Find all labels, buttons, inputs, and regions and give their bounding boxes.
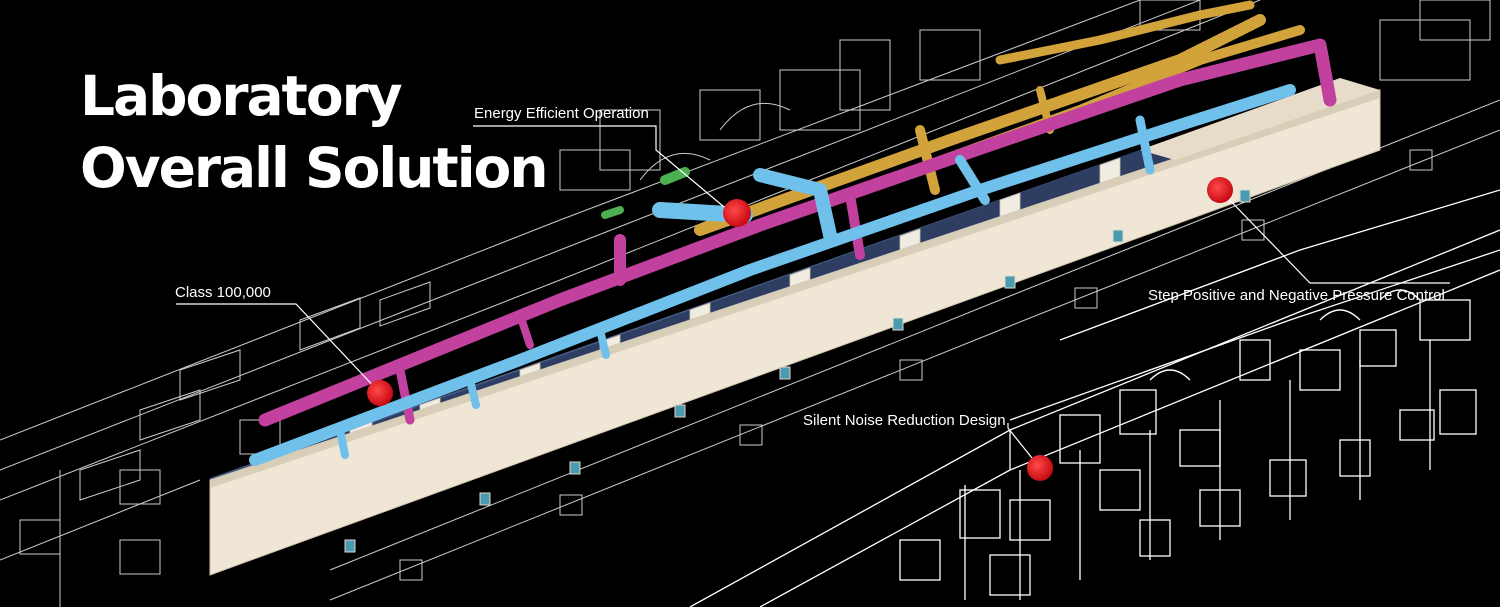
duct-system bbox=[249, 0, 1337, 466]
page-headline: Laboratory Overall Solution bbox=[80, 60, 548, 204]
callout-energy-efficient: Energy Efficient Operation bbox=[474, 105, 649, 122]
marker-energy bbox=[723, 199, 751, 227]
callout-class-100000: Class 100,000 bbox=[175, 284, 271, 301]
marker-class bbox=[367, 380, 393, 406]
callout-silent-noise: Silent Noise Reduction Design bbox=[803, 412, 1006, 429]
headline-line-2: Overall Solution bbox=[80, 136, 548, 200]
callout-pressure-control: Step Positive and Negative Pressure Cont… bbox=[1148, 287, 1445, 304]
marker-noise bbox=[1027, 455, 1053, 481]
headline-line-1: Laboratory bbox=[80, 64, 403, 128]
callout-leader-lines bbox=[176, 125, 1450, 469]
front-wall-windows bbox=[344, 189, 1251, 553]
marker-pressure bbox=[1207, 177, 1233, 203]
wireframe-lower-building bbox=[689, 189, 1500, 607]
